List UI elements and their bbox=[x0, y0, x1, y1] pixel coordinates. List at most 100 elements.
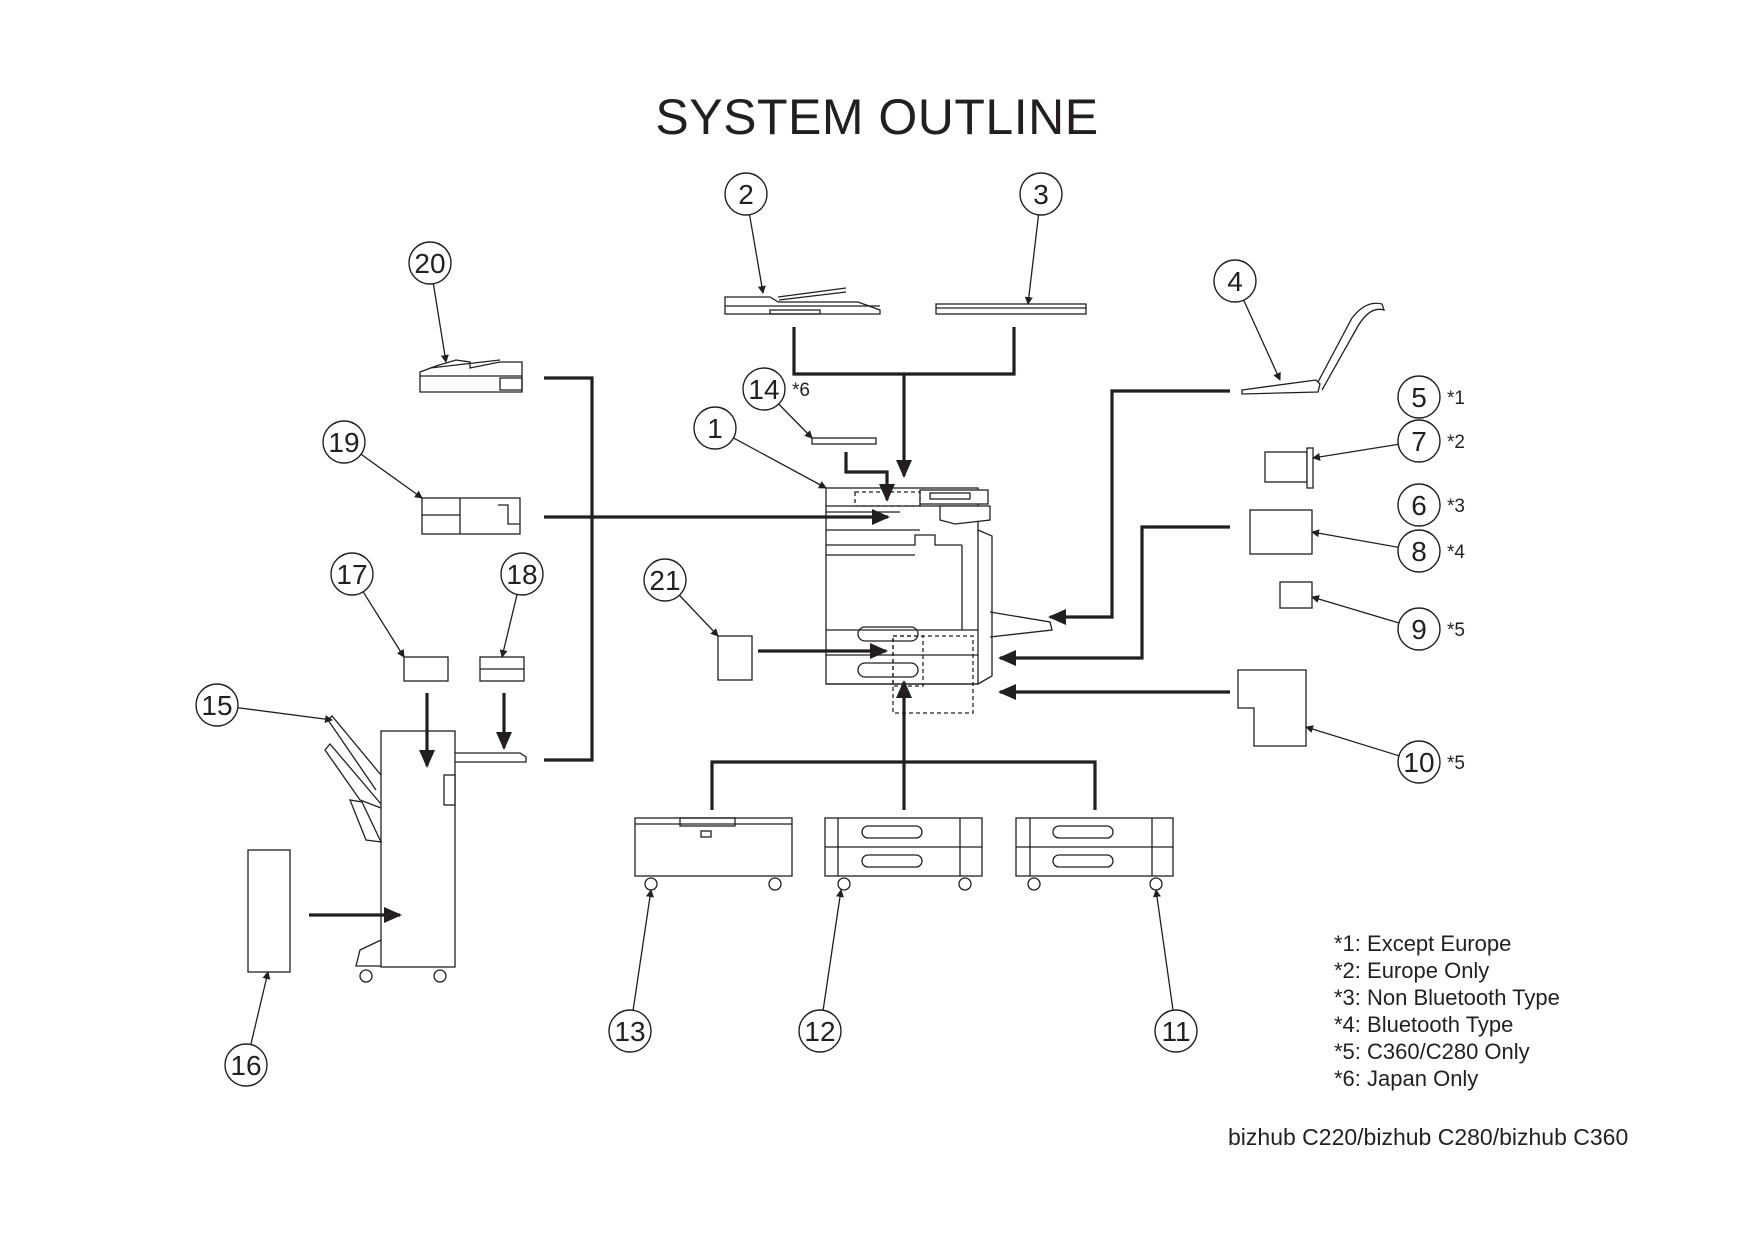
relay-unit-drawing bbox=[403, 656, 449, 682]
callout-19: 19 bbox=[322, 420, 423, 499]
fax-kit-drawing bbox=[717, 635, 753, 681]
callout-circle bbox=[1397, 529, 1441, 573]
leader-line bbox=[360, 453, 423, 499]
callout-number: 4 bbox=[1227, 266, 1243, 297]
leader-line bbox=[362, 591, 405, 658]
callout-circle bbox=[1397, 607, 1441, 651]
leader-line bbox=[1311, 595, 1400, 624]
callout-3: 3 bbox=[1019, 172, 1063, 305]
callout-note: *5 bbox=[1447, 753, 1465, 774]
callout-16: 16 bbox=[224, 971, 271, 1087]
callout-number: 15 bbox=[201, 690, 232, 721]
callout-circle bbox=[1154, 1009, 1198, 1053]
callout-note: *1 bbox=[1447, 388, 1465, 409]
card-reader-drawing bbox=[1264, 447, 1314, 489]
footnote: *1: Except Europe bbox=[1334, 931, 1512, 956]
callout-18: 18 bbox=[499, 552, 544, 658]
callout-circle bbox=[500, 552, 544, 596]
callout-note: *4 bbox=[1447, 542, 1465, 563]
callout-6: 6*3 bbox=[1397, 483, 1465, 527]
callout-circle bbox=[330, 552, 374, 596]
footnotes: *1: Except Europe *2: Europe Only *3: No… bbox=[1334, 930, 1560, 1092]
callout-circle bbox=[195, 683, 239, 727]
callout-number: 2 bbox=[738, 179, 754, 210]
callout-number: 10 bbox=[1403, 747, 1434, 778]
original-cover-drawing bbox=[935, 303, 1087, 315]
callout-circle bbox=[742, 367, 786, 411]
callout-number: 12 bbox=[804, 1016, 835, 1047]
leader-line bbox=[733, 437, 827, 489]
callout-circle bbox=[1397, 375, 1441, 419]
callout-number: 1 bbox=[707, 413, 723, 444]
callout-13: 13 bbox=[608, 889, 654, 1053]
desk-drawing bbox=[634, 817, 793, 891]
callout-circle bbox=[1397, 740, 1441, 784]
callout-number: 14 bbox=[748, 374, 779, 405]
leader-line bbox=[1311, 529, 1399, 548]
callout-note: *5 bbox=[1447, 620, 1465, 641]
callout-number: 3 bbox=[1033, 179, 1049, 210]
footnote: *6: Japan Only bbox=[1334, 1066, 1479, 1091]
leader-line bbox=[432, 283, 449, 363]
connection-lines bbox=[309, 327, 1230, 923]
callout-circle bbox=[1397, 419, 1441, 463]
callout-number: 18 bbox=[506, 559, 537, 590]
callout-number: 6 bbox=[1411, 490, 1427, 521]
callout-9: 9 *5 bbox=[1311, 595, 1465, 651]
callout-number: 11 bbox=[1161, 1016, 1190, 1047]
leader-line bbox=[678, 594, 719, 637]
leader-line bbox=[1243, 299, 1281, 381]
callout-14: 14*6 bbox=[742, 367, 813, 439]
leader-line bbox=[778, 403, 813, 439]
leader-line bbox=[499, 594, 518, 658]
callout-12: 12 bbox=[798, 889, 844, 1053]
callout-note: *2 bbox=[1447, 432, 1465, 453]
callout-number: 17 bbox=[336, 559, 367, 590]
callout-number: 9 bbox=[1411, 614, 1427, 645]
callout-circle bbox=[224, 1043, 268, 1087]
callout-circle bbox=[1397, 483, 1441, 527]
callout-number: 8 bbox=[1411, 536, 1427, 567]
footnote: *2: Europe Only bbox=[1334, 958, 1490, 983]
callout-circle bbox=[643, 558, 687, 602]
saddle-kit-drawing bbox=[419, 359, 523, 393]
callout-circle bbox=[608, 1009, 652, 1053]
leader-line bbox=[250, 971, 271, 1045]
callout-number: 7 bbox=[1411, 426, 1427, 457]
callout-circle bbox=[1213, 259, 1257, 303]
leader-line bbox=[1153, 889, 1174, 1011]
document-feeder-drawing bbox=[724, 287, 881, 315]
leader-line bbox=[822, 889, 844, 1011]
leader-line bbox=[1024, 214, 1040, 305]
callout-20: 20 bbox=[408, 241, 452, 363]
callout-11: 11 bbox=[1153, 889, 1198, 1053]
working-table-drawing bbox=[1241, 302, 1386, 395]
small-kit-drawing bbox=[1279, 581, 1313, 609]
callout-17: 17 bbox=[330, 552, 405, 658]
japan-kit-drawing bbox=[811, 437, 877, 445]
callout-1: 1 bbox=[693, 406, 827, 489]
model-line: bizhub C220/bizhub C280/bizhub C360 bbox=[1228, 1124, 1629, 1150]
paper-feed-cabinet-2-drawing bbox=[1015, 817, 1174, 891]
callout-number: 19 bbox=[328, 427, 359, 458]
callout-21: 21 bbox=[643, 558, 719, 637]
callout-4: 4 bbox=[1213, 259, 1281, 381]
callout-number: 16 bbox=[230, 1050, 261, 1081]
paper-feed-cabinet-drawing bbox=[824, 817, 983, 891]
page-title: SYSTEM OUTLINE bbox=[655, 89, 1099, 145]
mount-kit-drawing bbox=[479, 656, 525, 682]
callout-number: 21 bbox=[649, 565, 680, 596]
callout-15: 15 bbox=[195, 683, 333, 727]
footnote: *4: Bluetooth Type bbox=[1334, 1012, 1514, 1037]
leader-line bbox=[1312, 443, 1399, 461]
callout-7: 7 *2 bbox=[1312, 419, 1465, 463]
callout-2: 2 bbox=[724, 172, 768, 294]
callout-circle bbox=[322, 420, 366, 464]
callout-circle bbox=[798, 1009, 842, 1053]
footnote: *3: Non Bluetooth Type bbox=[1334, 985, 1560, 1010]
large-kit-drawing bbox=[1237, 669, 1307, 747]
finisher-drawing bbox=[324, 715, 527, 983]
callout-circle bbox=[724, 172, 768, 216]
